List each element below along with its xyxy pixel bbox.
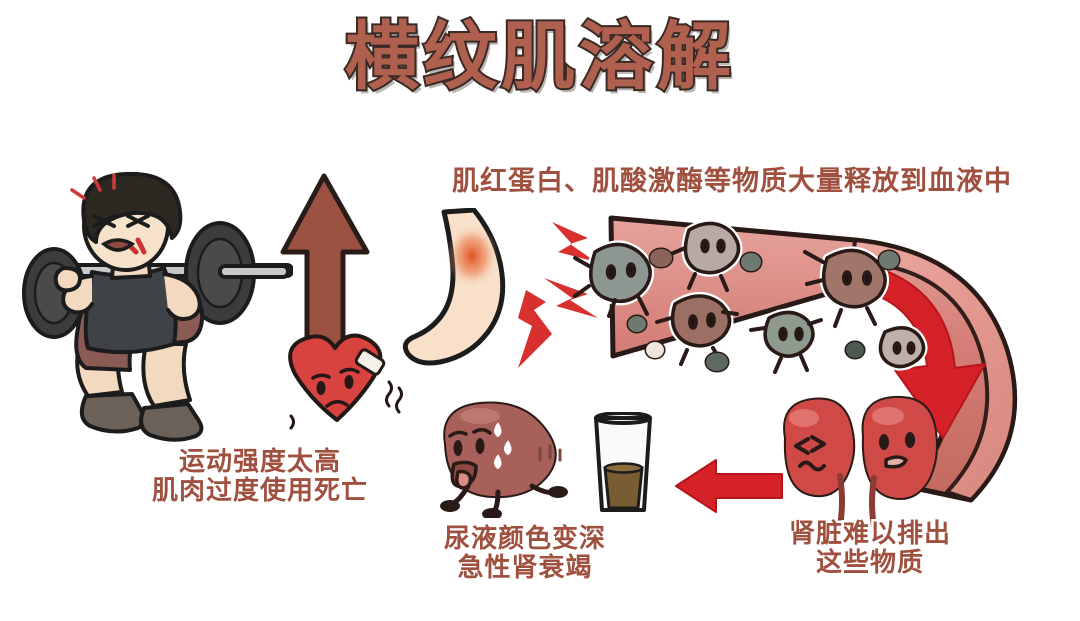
exercise-label-line1: 运动强度太高 [176, 444, 342, 478]
leg-illustration [396, 208, 566, 378]
exercise-cause-label: 运动强度太高 肌肉过度使用死亡 [110, 444, 410, 507]
release-label: 肌红蛋白、肌酸激酶等物质大量释放到血液中 [450, 163, 1014, 198]
blood-vessel-illustration [555, 200, 1075, 520]
sick-kidney-illustration [432, 398, 592, 518]
weightlifter-illustration [8, 168, 293, 443]
kidneys-pair-illustration [768, 394, 948, 529]
exercise-label-line2: 肌肉过度使用死亡 [149, 473, 369, 507]
urine-label-line2: 急性肾衰竭 [455, 550, 594, 584]
left-arrow-icon [674, 458, 784, 514]
kidney-label-line1: 肾脏难以排出 [786, 516, 952, 550]
urine-glass-illustration [588, 412, 658, 517]
page-title: 横纹肌溶解 [343, 15, 735, 98]
urine-label-line1: 尿液颜色变深 [441, 521, 607, 555]
kidney-label-line2: 这些物质 [813, 545, 925, 579]
urine-symptom-label: 尿液颜色变深 急性肾衰竭 [390, 521, 660, 584]
muscle-character-illustration [277, 330, 407, 435]
kidney-failure-label: 肾脏难以排出 这些物质 [750, 516, 990, 579]
release-label-line1: 肌红蛋白、肌酸激酶等物质大量释放到血液中 [450, 163, 1014, 198]
